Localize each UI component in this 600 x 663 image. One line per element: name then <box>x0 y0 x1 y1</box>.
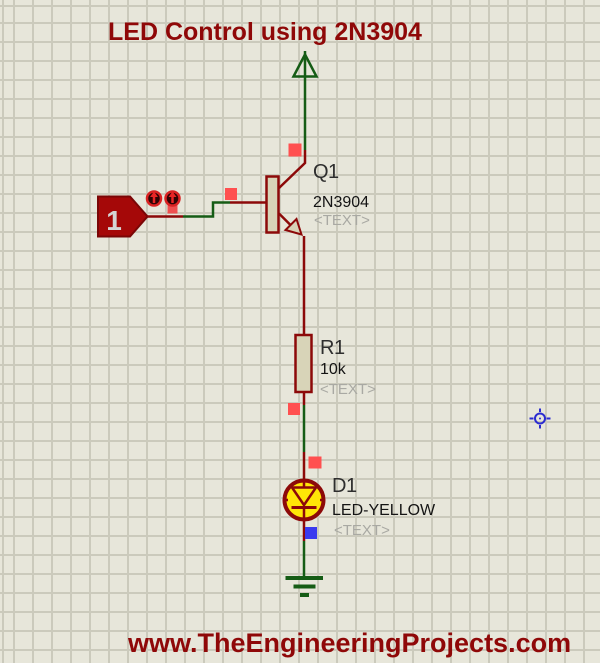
emitter-arrow-icon <box>283 217 304 236</box>
input-terminal-symbol[interactable]: 1 <box>97 195 149 238</box>
q1-property-label[interactable]: <TEXT> <box>314 212 370 229</box>
transistor-q1-symbol[interactable] <box>265 175 304 236</box>
r1-ref-label[interactable]: R1 <box>320 337 345 359</box>
selection-handle <box>225 188 237 200</box>
wire-collector-red[interactable] <box>278 150 307 189</box>
led-d1-symbol[interactable] <box>282 478 326 522</box>
ground-icon[interactable] <box>285 576 324 597</box>
selection-handle <box>288 143 302 157</box>
d1-property-label[interactable]: <TEXT> <box>334 522 390 539</box>
watermark: www.TheEngineeringProjects.com <box>128 628 572 658</box>
q1-ref-label[interactable]: Q1 <box>313 161 339 183</box>
r1-property-label[interactable]: <TEXT> <box>320 381 376 398</box>
q1-value-label[interactable]: 2N3904 <box>313 194 370 211</box>
d1-value-label[interactable]: LED-YELLOW <box>332 502 436 519</box>
selection-handle <box>288 403 300 415</box>
red-pin-marker-icons <box>145 190 181 214</box>
resistor-r1-symbol[interactable] <box>294 333 313 394</box>
blue-crosshair-origin-icon <box>529 408 551 429</box>
power-arrow-up-icon[interactable] <box>291 51 319 78</box>
r1-value-label[interactable]: 10k <box>320 361 346 378</box>
selection-handle <box>308 456 322 469</box>
schematic-title: LED Control using 2N3904 <box>108 18 422 46</box>
selection-handle-blue <box>305 527 317 539</box>
d1-ref-label[interactable]: D1 <box>332 475 357 497</box>
wire-base-green[interactable] <box>183 201 230 218</box>
terminal-number-label: 1 <box>106 205 122 236</box>
